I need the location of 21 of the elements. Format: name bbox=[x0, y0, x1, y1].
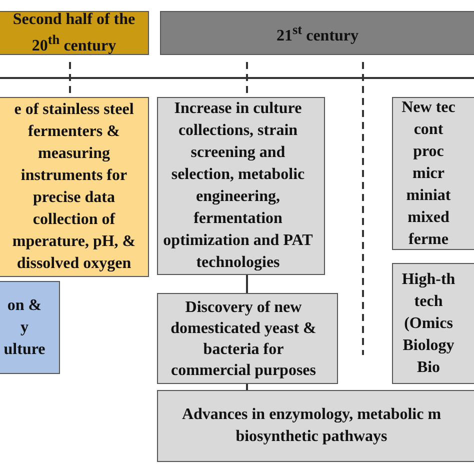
event-text: High-th tech (Omics Biology Bio bbox=[400, 270, 456, 378]
event-box bbox=[0, 97, 149, 277]
event-box bbox=[392, 97, 474, 250]
connector-line bbox=[246, 384, 248, 390]
event-box bbox=[157, 293, 338, 384]
period-label: 21$^{st}$ century bbox=[276, 20, 359, 46]
connector-line bbox=[69, 62, 71, 96]
event-box bbox=[392, 263, 474, 384]
connector-line bbox=[246, 275, 248, 293]
event-box bbox=[0, 281, 60, 374]
event-text: Discovery of new domesticated yeast & bacteria for commercial purposes bbox=[170, 298, 318, 380]
period-header bbox=[0, 11, 149, 55]
event-text: e of stainless steel fermenters & measuring instruments for precise data collection of mperature, pH, & dissolved oxygen bbox=[11, 100, 137, 274]
event-text: Advances in enzymology, metabolic m biosynthetic pathways bbox=[180, 405, 442, 447]
event-text: New tec cont proc micr miniat mixed ferme bbox=[400, 98, 456, 250]
period-header bbox=[160, 11, 474, 55]
event-box bbox=[157, 390, 474, 462]
connector-line bbox=[246, 62, 248, 96]
event-text: on & y ulture bbox=[4, 296, 46, 360]
event-text: Increase in culture collections, strain screening and selection, metabolic engineering, fermentation optimization and PAT technologies bbox=[162, 99, 314, 273]
period-label: Second half of the 20$^{th}$ century bbox=[12, 10, 136, 56]
